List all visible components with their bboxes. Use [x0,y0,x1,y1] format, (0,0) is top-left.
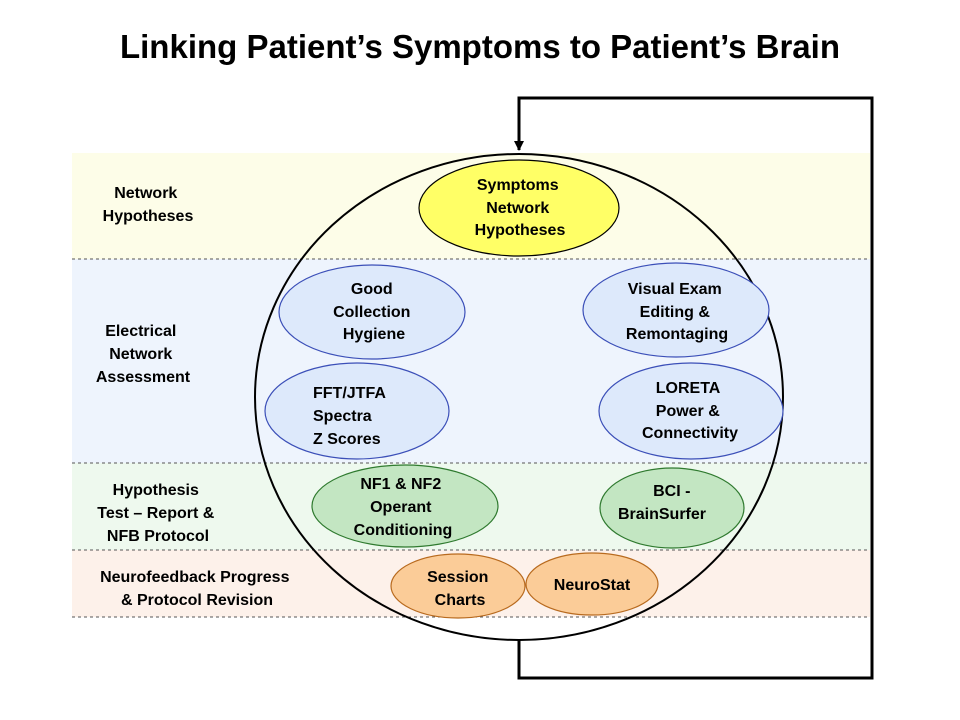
svg-text:NeuroStat: NeuroStat [554,577,631,594]
node-bci-brainsurfer: BCI - BrainSurfer [599,467,745,549]
node-good-collection-hygiene: Good Collection Hygiene [278,264,466,360]
node-symptoms-network-hypotheses: Symptoms Network Hypotheses [418,159,620,257]
node-fft-jtfa: FFT/JTFA Spectra Z Scores [264,362,450,460]
svg-text:FFT/JTFA Spectra Z: FFT/JTFA Spectra Z Scores [313,385,390,448]
svg-text:BCI - BrainSurfer: BCI - BrainSurfer [618,483,706,523]
band-label-electrical-network-assessment: Electrical Network Assessment [96,323,191,386]
node-session-charts: Session Charts [390,553,526,619]
page-title: Linking Patient’s Symptoms to Patient’s … [119,28,840,65]
band-label-hypothesis-test: Hypothesis Test – Report & NFB Protocol [97,482,219,545]
svg-text:NF1 & NF2 Operant: NF1 & NF2 Operant Conditioning [354,476,453,539]
brain-circle [254,153,784,641]
node-loreta: LORETA Power & Connectivity [598,362,784,460]
node-nf1-nf2: NF1 & NF2 Operant Conditioning [311,464,499,548]
node-visual-exam-editing: Visual Exam Editing & Remontaging [582,262,770,358]
svg-text:Good Collection Hy: Good Collection Hygiene [333,281,415,343]
svg-text:Session Charts: Session Charts [427,569,493,609]
band-label-neurofeedback-progress: Neurofeedback Progress & Protocol Revisi… [100,569,294,609]
node-neurostat: NeuroStat [525,552,659,616]
svg-text:LORETA Power & Con: LORETA Power & Connectivity [642,380,738,442]
feedback-loop-connector [514,96,874,680]
svg-text:Symptoms Network H: Symptoms Network Hypotheses [475,177,566,239]
svg-text:Visual Exam Editing &: Visual Exam Editing & Remontaging [626,281,728,343]
band-label-network-hypotheses: Network Hypotheses [103,185,194,225]
